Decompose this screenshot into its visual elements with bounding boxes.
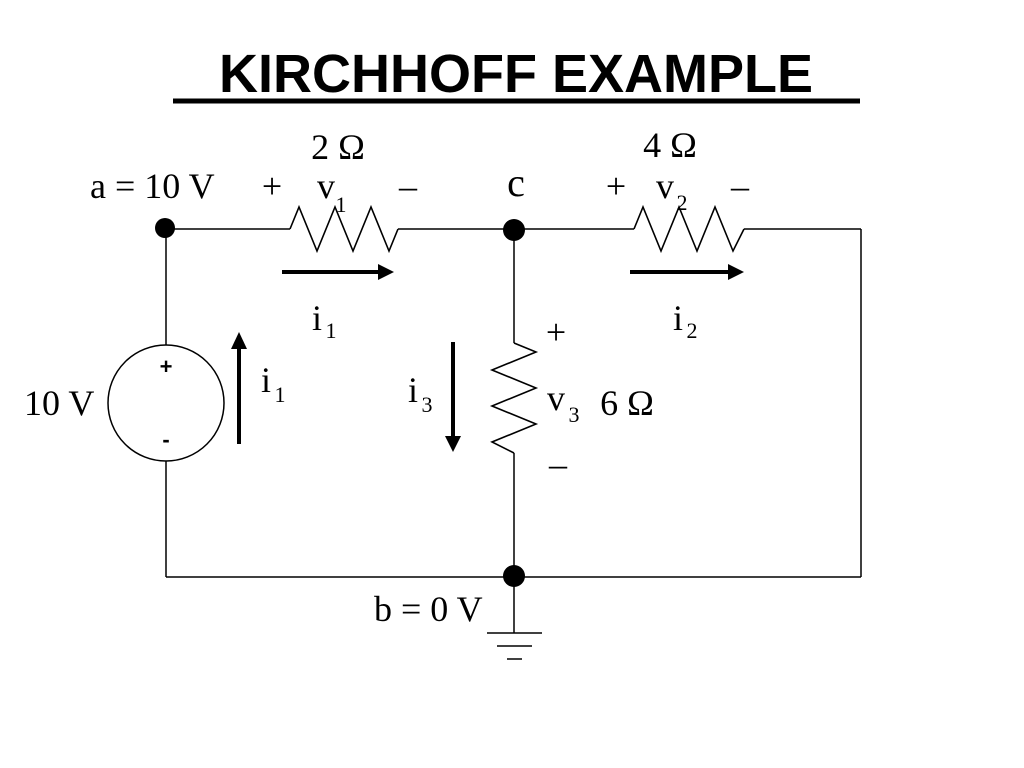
r3-minus-sign: – — [548, 444, 568, 484]
node-a-label: a = 10 V — [90, 166, 215, 206]
node-c — [503, 219, 525, 241]
r1-voltage-symbol: v — [317, 166, 335, 206]
r1-value-label: 2 Ω — [311, 127, 365, 167]
resistor-r3 — [489, 342, 539, 454]
i1-source-subscript: 1 — [275, 382, 286, 407]
node-b — [503, 565, 525, 587]
node-c-label: c — [507, 160, 525, 205]
source-minus-sign: - — [162, 427, 169, 452]
arrow-i1-top — [282, 264, 394, 280]
arrow-i1-source — [231, 332, 247, 444]
r3-value-label: 6 Ω — [600, 383, 654, 423]
i3-symbol: i — [408, 370, 418, 410]
r1-plus-sign: + — [262, 166, 282, 206]
r2-minus-sign: – — [730, 166, 750, 206]
r2-plus-sign: + — [606, 166, 626, 206]
r3-voltage-symbol: v — [547, 378, 565, 418]
voltage-source-icon — [107, 344, 225, 462]
i2-subscript: 2 — [687, 318, 698, 343]
r3-voltage-subscript: 3 — [569, 402, 580, 427]
node-a — [155, 218, 175, 238]
i2-symbol: i — [673, 298, 683, 338]
resistor-r2 — [633, 204, 745, 254]
resistor-r1 — [289, 204, 399, 254]
r2-voltage-subscript: 2 — [677, 190, 688, 215]
source-value-label: 10 V — [24, 383, 94, 423]
source-plus-sign: + — [160, 354, 173, 379]
i1-top-symbol: i — [312, 298, 322, 338]
i3-subscript: 3 — [422, 392, 433, 417]
node-b-label: b = 0 V — [374, 589, 483, 629]
arrow-i2 — [630, 264, 744, 280]
r1-minus-sign: – — [398, 166, 418, 206]
r3-plus-sign: + — [546, 312, 566, 352]
r1-voltage-subscript: 1 — [336, 192, 347, 217]
i1-top-subscript: 1 — [326, 318, 337, 343]
i1-source-symbol: i — [261, 360, 271, 400]
page-title: KIRCHHOFF EXAMPLE — [219, 44, 813, 104]
r2-value-label: 4 Ω — [643, 125, 697, 165]
r2-voltage-symbol: v — [656, 166, 674, 206]
arrow-i3 — [445, 342, 461, 452]
ground-icon — [487, 632, 542, 660]
